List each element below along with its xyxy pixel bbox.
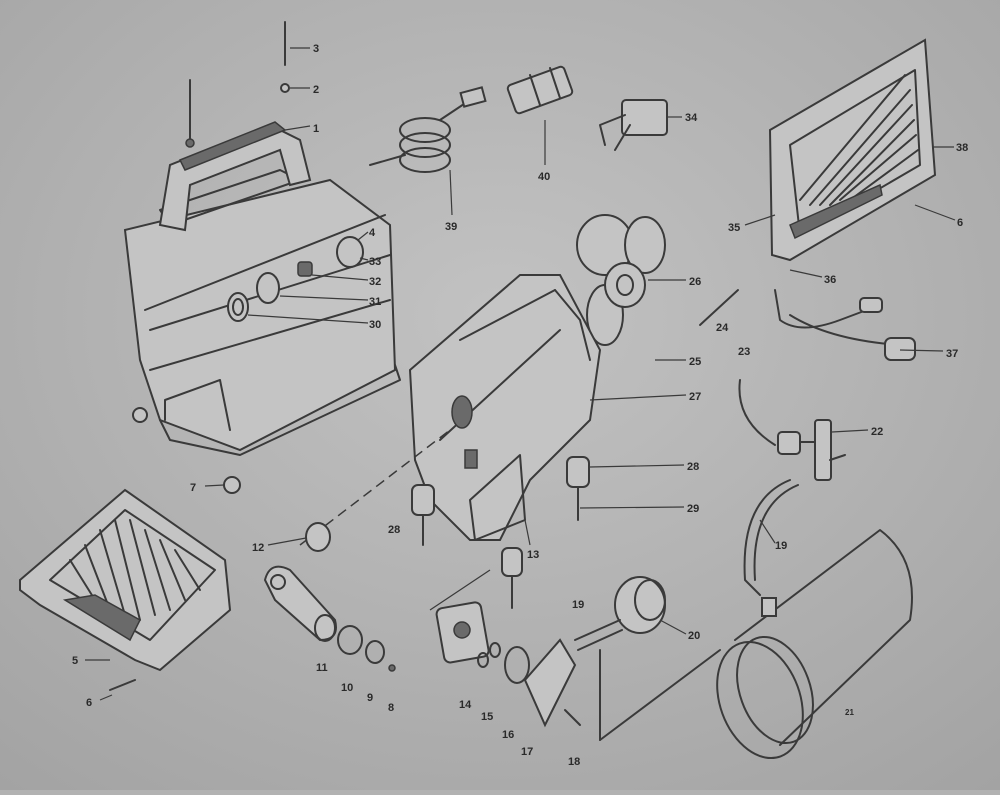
label-17: 17 (521, 746, 533, 758)
air-tank (716, 529, 913, 760)
label-32: 32 (369, 276, 381, 288)
label-1: 1 (313, 123, 319, 135)
label-16: 16 (502, 729, 514, 741)
label-27: 27 (689, 391, 701, 403)
motor (408, 274, 602, 541)
label-11: 11 (316, 662, 328, 674)
label-18: 18 (568, 756, 580, 768)
fan-shaft (699, 289, 739, 326)
label-28-left: 28 (388, 524, 400, 536)
label-24: 24 (716, 322, 729, 334)
label-39: 39 (445, 221, 457, 233)
label-2: 2 (313, 84, 319, 96)
outlet-pipe (743, 479, 799, 596)
label-15: 15 (481, 711, 493, 723)
coil-pipe (369, 86, 487, 173)
label-36: 36 (824, 274, 836, 286)
label-40: 40 (538, 171, 550, 183)
cylinder (574, 576, 721, 741)
bottom-grille (19, 488, 232, 691)
label-6-top: 6 (957, 217, 963, 229)
label-38: 38 (956, 142, 968, 154)
label-26: 26 (689, 276, 701, 288)
label-6-bottom: 6 (86, 697, 92, 709)
gauges (227, 236, 364, 322)
part-labels: 3 2 1 4 33 32 31 30 40 39 34 38 6 35 36 … (72, 43, 968, 768)
label-3: 3 (313, 43, 319, 55)
label-19-bottom: 19 (572, 599, 584, 611)
label-35: 35 (728, 222, 740, 234)
label-5: 5 (72, 655, 78, 667)
label-7: 7 (190, 482, 196, 494)
label-30: 30 (369, 319, 381, 331)
label-20: 20 (688, 630, 700, 642)
pressure-switch (506, 65, 574, 115)
label-25: 25 (689, 356, 701, 368)
label-13: 13 (527, 549, 539, 561)
label-8: 8 (388, 702, 394, 714)
screws-top (132, 21, 290, 423)
valve-plate-parts (429, 569, 581, 728)
capacitor (599, 99, 668, 151)
check-valve (738, 379, 846, 481)
label-4: 4 (369, 227, 376, 239)
label-19-right: 19 (775, 540, 787, 552)
label-21: 21 (845, 708, 854, 717)
top-grille (768, 38, 937, 262)
label-22: 22 (871, 426, 883, 438)
label-14: 14 (459, 699, 472, 711)
label-28-right: 28 (687, 461, 699, 473)
leader-lines (85, 47, 956, 701)
label-10: 10 (341, 682, 353, 694)
connecting-rod (223, 476, 396, 672)
label-31: 31 (369, 296, 381, 308)
label-34: 34 (685, 112, 698, 124)
label-37: 37 (946, 348, 958, 360)
label-23: 23 (738, 346, 750, 358)
label-9: 9 (367, 692, 373, 704)
label-29: 29 (687, 503, 699, 515)
fan (576, 214, 666, 346)
rubber-feet (411, 456, 590, 609)
label-12: 12 (252, 542, 264, 554)
power-cord (774, 289, 916, 361)
label-33: 33 (369, 256, 381, 268)
